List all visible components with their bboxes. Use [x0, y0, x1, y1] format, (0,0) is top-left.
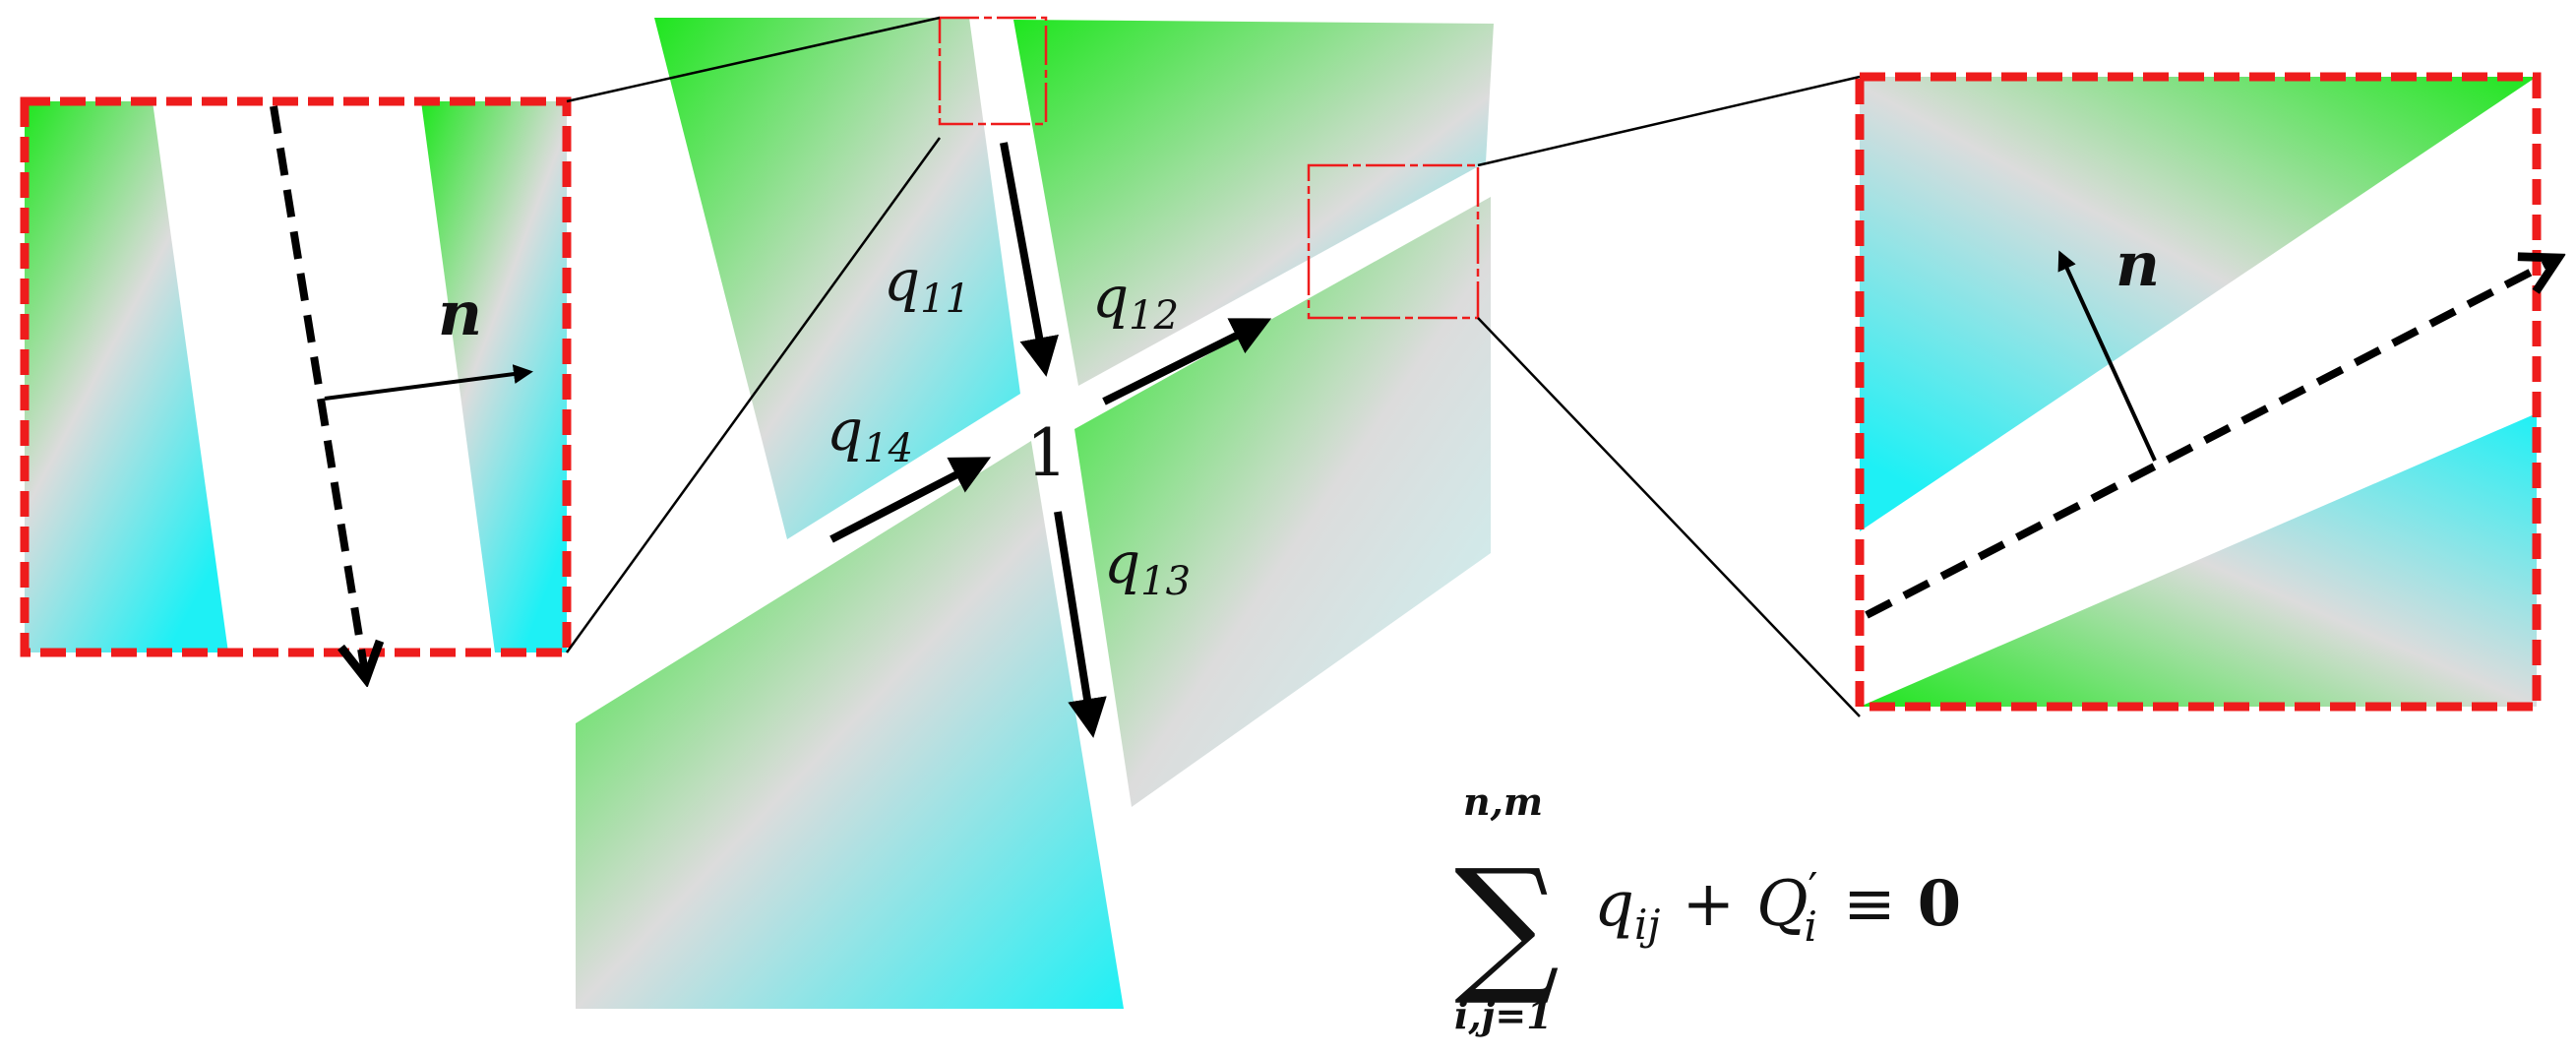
- highlight-rect-right: [1307, 163, 1480, 320]
- block-top-right: [1013, 20, 1494, 386]
- block-bottom-right: [1074, 197, 1491, 807]
- eq-plus: +: [1682, 868, 1735, 941]
- label-q12: q12: [1092, 264, 1179, 339]
- arrow-icon: [1054, 511, 1107, 738]
- zoom-right-frame: [1855, 72, 2542, 712]
- label-q11-main: q: [884, 247, 920, 314]
- dashed-arrow-icon: [270, 105, 366, 679]
- node-label: 1: [1026, 415, 1068, 491]
- eq-equiv: ≡: [1843, 868, 1896, 941]
- label-q14: q14: [827, 397, 913, 471]
- zoom-box-right: n: [1855, 72, 2558, 712]
- label-q12-sub: 12: [1129, 293, 1179, 339]
- label-q11: q11: [884, 247, 970, 322]
- normal-arrow-left: [324, 364, 533, 401]
- normal-label-left: n: [438, 278, 482, 349]
- connector-line: [1477, 75, 1861, 167]
- equation-body: qij + Q′i ≡ 0: [1594, 864, 1961, 951]
- sum-symbol: ∑: [1454, 839, 1560, 1010]
- highlight-rect-top: [938, 16, 1048, 126]
- label-q13-main: q: [1104, 529, 1140, 596]
- normal-label-right: n: [2116, 228, 2160, 300]
- label-q14-main: q: [827, 397, 863, 464]
- balance-equation: n,m ∑ i,j=1 qij + Q′i ≡ 0: [1454, 779, 1961, 1037]
- eq-Q-sub: i: [1805, 902, 1817, 951]
- zoom-left-strip-a: [25, 101, 228, 652]
- eq-Q-prime: ′: [1809, 864, 1818, 914]
- label-q14-sub: 14: [863, 426, 913, 471]
- arrow-icon: [1000, 142, 1059, 377]
- connector-line: [565, 137, 942, 653]
- sum-upper-limit: n,m: [1463, 779, 1543, 824]
- eq-Q: Q: [1756, 868, 1808, 941]
- label-q13-sub: 13: [1140, 559, 1191, 604]
- zoom-right-lower-block: [1860, 413, 2537, 707]
- normal-arrow-right: [2057, 250, 2157, 462]
- dashed-arrow-icon: [1865, 258, 2558, 619]
- zoom-left-frame: [20, 96, 572, 657]
- connector-line: [1477, 317, 1861, 717]
- label-q11-sub: 11: [920, 277, 970, 322]
- connector-line: [566, 16, 941, 103]
- eq-zero: 0: [1918, 867, 1962, 941]
- label-q12-main: q: [1092, 264, 1129, 331]
- sum-lower-limit: i,j=1: [1454, 993, 1553, 1037]
- arrow-icon: [1102, 318, 1272, 405]
- zoom-right-upper-block: [1860, 77, 2537, 531]
- arrow-icon: [829, 457, 992, 543]
- block-bottom-left: [576, 441, 1124, 1009]
- zoom-box-left: n: [20, 96, 572, 679]
- eq-q-sub: ij: [1634, 901, 1660, 949]
- eq-q: q: [1594, 868, 1634, 941]
- label-q13: q13: [1104, 529, 1191, 604]
